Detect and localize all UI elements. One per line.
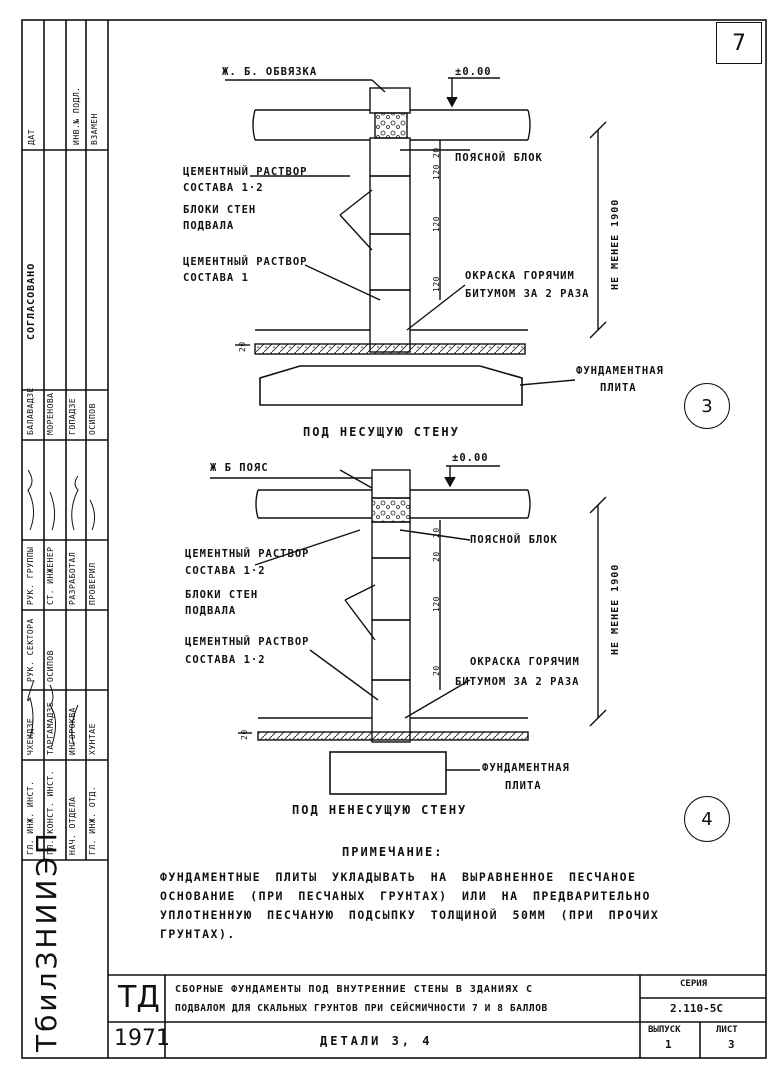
issue-label: ВЫПУСК [648, 1025, 681, 1035]
d3-dim-20: 20 [432, 147, 441, 158]
title-line-1: СБОРНЫЕ ФУНДАМЕНТЫ ПОД ВНУТРЕННИЕ СТЕНЫ … [175, 984, 534, 995]
drawing-subtitle: ДЕТАЛИ 3, 4 [320, 1034, 433, 1048]
d4-dim-20b: 20 [432, 551, 441, 562]
d4-caption: ПОД НЕНЕСУЩУЮ СТЕНУ [292, 803, 468, 817]
note-text: ФУНДАМЕНТНЫЕ ПЛИТЫ УКЛАДЫВАТЬ НА ВЫРАВНЕ… [160, 870, 660, 941]
d3-caption: ПОД НЕСУЩУЮ СТЕНУ [303, 425, 460, 439]
td-mark: ТД [118, 980, 160, 1015]
series-label: СЕРИЯ [680, 979, 708, 989]
d3-dim-120a: 120 [432, 164, 441, 180]
sheet-label: ЛИСТ [716, 1025, 738, 1035]
d3-mortar-bot-1: ЦЕМЕНТНЫЙ РАСТВОР [183, 256, 308, 268]
outer-frame [21, 19, 767, 1059]
stamp-signatures [27, 469, 96, 746]
d4-mortar-bot-1: ЦЕМЕНТНЫЙ РАСТВОР [185, 636, 310, 648]
d3-level: ±0.00 [455, 66, 492, 78]
d4-dim-120: 120 [432, 596, 441, 612]
d3-belt-block: ПОЯСНОЙ БЛОК [455, 152, 543, 164]
d3-dim-20-floor: 20 [238, 341, 247, 352]
d4-number: 4 [701, 808, 713, 830]
detail-4-drawing [210, 465, 607, 795]
d3-belt-label: Ж. Б. ОБВЯЗКА [222, 66, 318, 78]
sheet-number-box: 7 [716, 22, 762, 64]
d3-blocks-1: БЛОКИ СТЕН [183, 204, 257, 216]
d4-number-circle: 4 [684, 796, 730, 842]
d3-mortar-top-2: СОСТАВА 1·2 [183, 182, 264, 194]
series-value: 2.110-5С [670, 1002, 723, 1015]
sheet-number: 7 [732, 30, 746, 56]
d4-mortar-top-1: ЦЕМЕНТНЫЙ РАСТВОР [185, 548, 310, 560]
d4-belt-block: ПОЯСНОЙ БЛОК [470, 534, 558, 546]
d4-min-height: НЕ МЕНЕЕ 1900 [610, 563, 621, 655]
d4-paint-1: ОКРАСКА ГОРЯЧИМ [470, 656, 580, 668]
d4-level: ±0.00 [452, 452, 489, 464]
note-heading: ПРИМЕЧАНИЕ: [342, 845, 444, 859]
d4-dim-20-floor: 20 [240, 729, 249, 740]
d3-slab-1: ФУНДАМЕНТНАЯ [576, 365, 664, 377]
issue-value: 1 [665, 1038, 672, 1051]
d3-min-height: НЕ МЕНЕЕ 1900 [610, 198, 621, 290]
d3-slab-2: ПЛИТА [600, 382, 637, 394]
d4-paint-2: БИТУМОМ ЗА 2 РАЗА [455, 676, 580, 688]
sheet-value: 3 [728, 1038, 735, 1051]
title-line-2: ПОДВАЛОМ ДЛЯ СКАЛЬНЫХ ГРУНТОВ ПРИ СЕЙСМИ… [175, 1003, 548, 1014]
d4-mortar-top-2: СОСТАВА 1·2 [185, 565, 266, 577]
d4-blocks-2: ПОДВАЛА [185, 605, 237, 617]
d3-number-circle: 3 [684, 383, 730, 429]
d4-blocks-1: БЛОКИ СТЕН [185, 589, 259, 601]
year: 1971 [114, 1026, 170, 1051]
d4-mortar-bot-2: СОСТАВА 1·2 [185, 654, 266, 666]
d4-slab-2: ПЛИТА [505, 780, 542, 792]
org-name: ТбилЗНИИЭП [30, 830, 63, 1052]
d4-dim-20: 20 [432, 527, 441, 538]
d3-paint-1: ОКРАСКА ГОРЯЧИМ [465, 270, 575, 282]
d3-mortar-top-1: ЦЕМЕНТНЫЙ РАСТВОР [183, 166, 308, 178]
d4-dim-20c: 20 [432, 665, 441, 676]
d3-mortar-bot-2: СОСТАВА 1 [183, 272, 249, 284]
d3-blocks-2: ПОДВАЛА [183, 220, 235, 232]
d3-dim-120c: 120 [432, 276, 441, 292]
d4-slab-1: ФУНДАМЕНТНАЯ [482, 762, 570, 774]
d3-number: 3 [701, 395, 713, 417]
d3-paint-2: БИТУМОМ ЗА 2 РАЗА [465, 288, 590, 300]
detail-3-drawing [225, 77, 607, 406]
d4-belt-label: Ж Б ПОЯС [210, 462, 269, 474]
d3-dim-120b: 120 [432, 216, 441, 232]
